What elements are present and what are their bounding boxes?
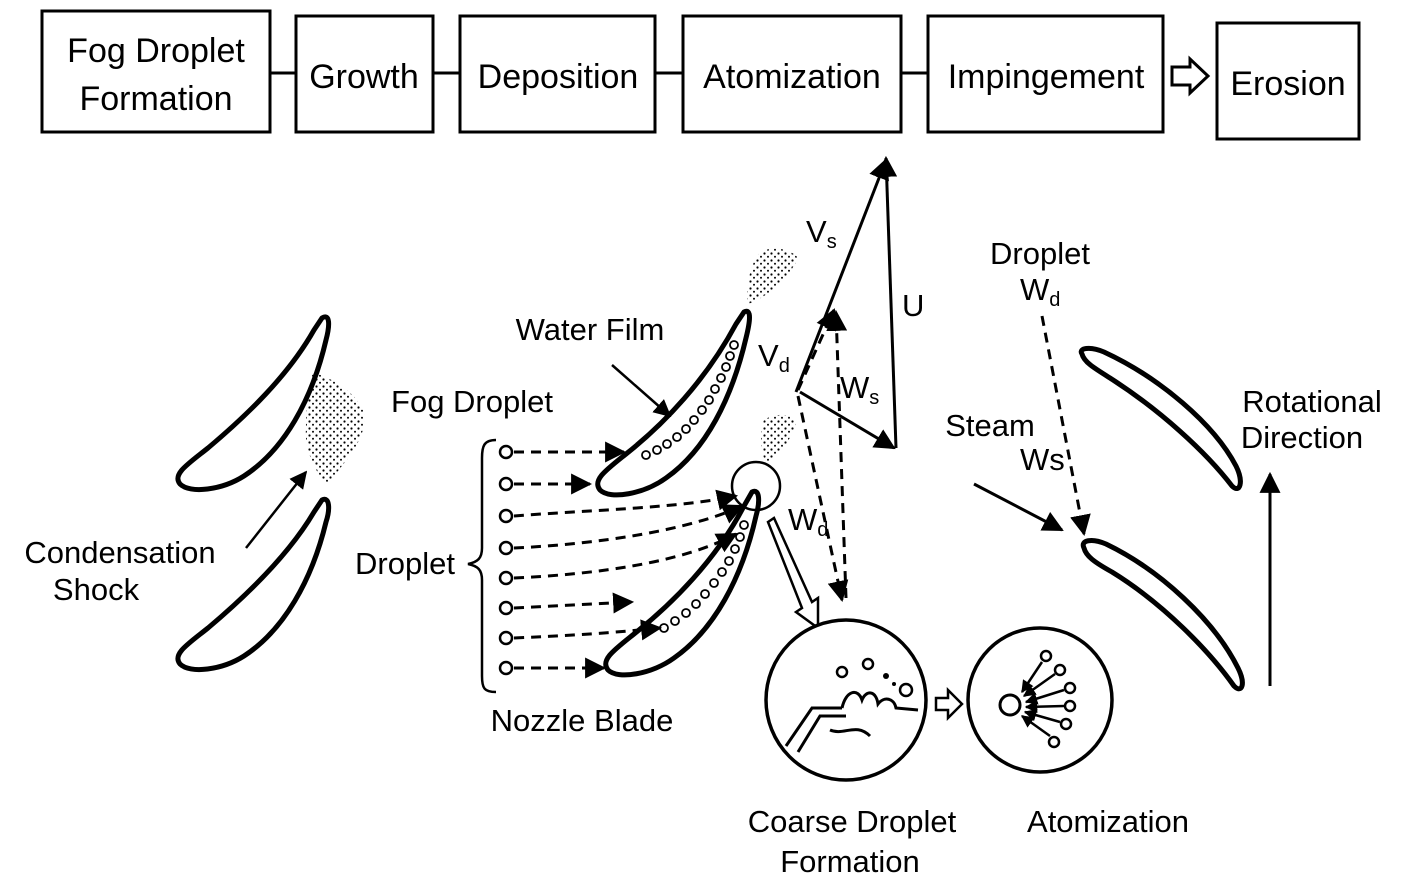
vector-vs bbox=[794, 158, 889, 393]
droplet-source bbox=[498, 570, 514, 586]
vs-label: Vs bbox=[806, 214, 837, 253]
droplet-source bbox=[498, 540, 514, 556]
vd-label: Vd bbox=[758, 338, 790, 377]
atomization-label: Atomization bbox=[1027, 804, 1189, 839]
coarse-droplet bbox=[898, 682, 914, 698]
fog-droplet-label: Fog Droplet bbox=[391, 384, 553, 419]
condensation-shock-pointer bbox=[245, 470, 308, 549]
vector-u bbox=[876, 155, 898, 449]
trailing-edge-magnifier bbox=[730, 460, 782, 512]
coarse-droplet-label: Formation bbox=[780, 844, 920, 879]
droplet-wd-label: Wd bbox=[1020, 272, 1060, 311]
step-box-atomization bbox=[681, 14, 903, 134]
step-label: Formation bbox=[79, 80, 232, 118]
vector-vd bbox=[796, 308, 836, 391]
rotational-direction-label: Direction bbox=[1241, 420, 1363, 455]
step-label: Fog Droplet bbox=[67, 32, 245, 70]
step-label: Impingement bbox=[948, 58, 1145, 96]
hollow-arrow-icon bbox=[766, 516, 820, 631]
droplet-path bbox=[513, 489, 739, 518]
droplet-source bbox=[498, 660, 514, 676]
water-film-label: Water Film bbox=[516, 312, 665, 347]
droplet-source bbox=[498, 600, 514, 616]
droplet-source bbox=[498, 630, 514, 646]
hollow-arrow-icon bbox=[1170, 55, 1211, 97]
droplet-source bbox=[498, 444, 514, 460]
coarse-droplet bbox=[998, 693, 1022, 717]
wd-label: Wd bbox=[788, 502, 828, 541]
rotor-blade-upper bbox=[1078, 345, 1243, 491]
step-label: Deposition bbox=[478, 58, 639, 96]
nozzle-blade-lower bbox=[603, 488, 762, 678]
steam-ws-label: Steam bbox=[945, 408, 1035, 443]
ws-label: Ws bbox=[840, 370, 879, 409]
trailing-edge-spray bbox=[747, 248, 798, 304]
nozzle-blade-upper bbox=[595, 308, 752, 498]
step-box-deposition bbox=[458, 14, 657, 134]
coarse-droplet bbox=[883, 673, 889, 679]
step-label: Growth bbox=[309, 58, 419, 96]
rotational-direction-label: Rotational bbox=[1242, 384, 1382, 419]
nozzle-blade-cascade: Droplet Nozzle Blade Water Film bbox=[355, 248, 820, 738]
step-box-erosion bbox=[1215, 21, 1361, 141]
vector-wd bbox=[796, 395, 849, 603]
droplet-trajectories bbox=[498, 441, 744, 679]
droplet-wd-arrow bbox=[1040, 315, 1091, 537]
nozzle-blade-label: Nozzle Blade bbox=[491, 703, 674, 738]
step-label: Erosion bbox=[1230, 65, 1345, 103]
velocity-triangle: Vs U Vd Ws Wd bbox=[758, 155, 924, 603]
droplet-path bbox=[513, 504, 744, 550]
zoom-details: Coarse Droplet Formation Atomization bbox=[748, 618, 1189, 879]
step-label: Atomization bbox=[703, 58, 881, 96]
atomized-droplets bbox=[1039, 649, 1077, 749]
left-blade-cascade: Condensation Shock Fog Droplet bbox=[24, 314, 553, 672]
fog-droplet-cloud bbox=[305, 372, 365, 486]
droplet-path bbox=[513, 619, 663, 641]
trailing-edge-spray bbox=[761, 414, 796, 464]
condensation-shock-label: Shock bbox=[53, 572, 140, 607]
blade-upper-left bbox=[175, 314, 332, 492]
droplet-brace bbox=[467, 438, 497, 694]
vector-u-dashed bbox=[826, 309, 848, 599]
coarse-droplet bbox=[892, 682, 896, 686]
coarse-droplet bbox=[835, 665, 849, 679]
hollow-arrow-icon bbox=[934, 686, 964, 722]
droplet-source bbox=[498, 476, 514, 492]
blade-lower-left bbox=[175, 496, 332, 672]
steam-ws-arrow bbox=[973, 482, 1064, 532]
water-film-detail bbox=[829, 728, 872, 738]
blade-edge-detail bbox=[784, 706, 846, 753]
water-film-pointer bbox=[611, 364, 672, 418]
droplet-wd-label: Droplet bbox=[990, 236, 1090, 271]
rotor-cascade: Droplet Wd Steam Ws Rotational Direction bbox=[945, 236, 1382, 692]
droplet-label: Droplet bbox=[355, 546, 455, 581]
step-box-impingement bbox=[926, 14, 1165, 134]
droplet-source bbox=[498, 508, 514, 524]
process-flow: Fog Droplet Formation Growth Deposition … bbox=[40, 9, 1361, 141]
coarse-droplet-label: Coarse Droplet bbox=[748, 804, 957, 839]
water-film-detail bbox=[840, 691, 919, 712]
steam-ws-label: Ws bbox=[1020, 442, 1065, 477]
rotor-blade-lower bbox=[1080, 538, 1245, 692]
step-box-fog-droplet-formation bbox=[40, 9, 272, 134]
step-box-growth bbox=[294, 14, 435, 134]
droplet-path bbox=[513, 532, 738, 580]
u-label: U bbox=[902, 288, 924, 323]
atomization-circle bbox=[966, 626, 1114, 774]
vector-ws bbox=[799, 390, 896, 450]
condensation-shock-label: Condensation bbox=[24, 535, 215, 570]
droplet-path bbox=[513, 592, 635, 614]
coarse-droplet bbox=[861, 657, 875, 671]
atomization-arrows bbox=[1020, 661, 1065, 738]
